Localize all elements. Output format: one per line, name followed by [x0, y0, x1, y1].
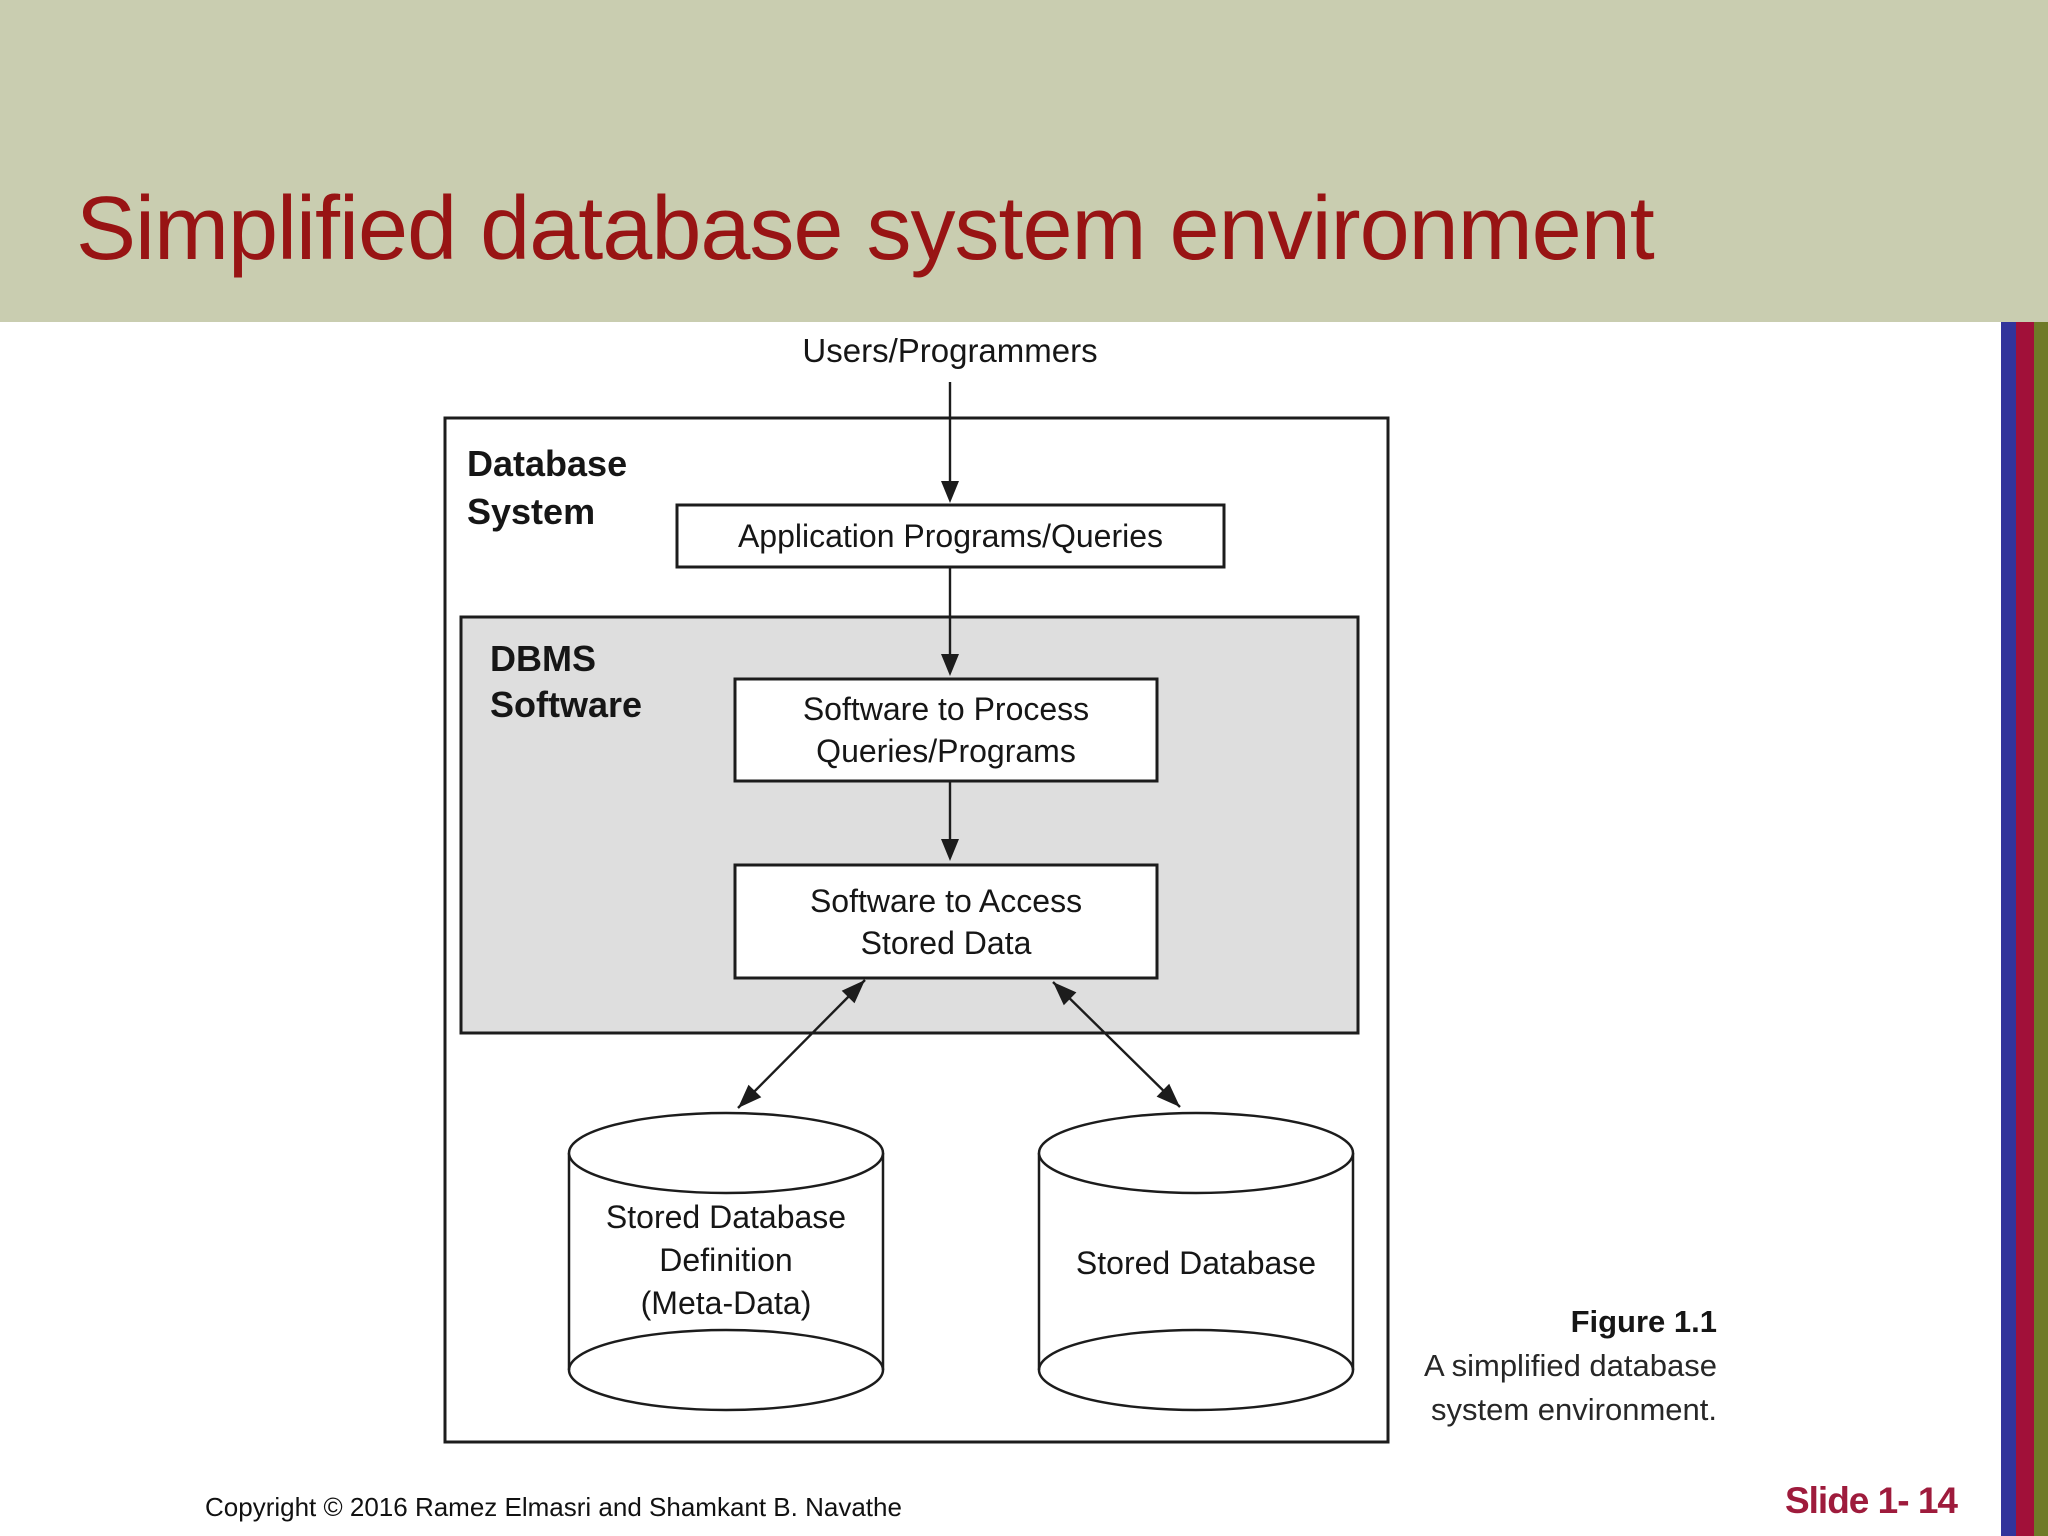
- dbms-software-label: DBMS Software: [490, 636, 642, 728]
- slide-number: Slide 1- 14: [1784, 1480, 1958, 1521]
- copyright-text: Copyright © 2016 Ramez Elmasri and Shamk…: [205, 1492, 902, 1522]
- access-box-label: Software to Access Stored Data: [809, 882, 1083, 961]
- database-cylinder-label: Stored Database: [1075, 1245, 1317, 1281]
- metadata-cylinder: [567, 1111, 885, 1412]
- dbms-software-label-line2: Software: [490, 684, 643, 725]
- database-system-label: Database System: [467, 440, 627, 536]
- figure-caption-line2: system environment.: [1431, 1392, 1717, 1427]
- slide-title: Simplified database system environment: [76, 179, 1655, 279]
- header-band: Simplified database system environment: [0, 0, 2048, 322]
- metadata-cylinder-label: Stored Database Definition (Meta-Data): [605, 1199, 847, 1321]
- arrow-access-to-metadata: [737, 979, 866, 1109]
- arrowhead: [1156, 1083, 1180, 1107]
- process-box: [733, 677, 1159, 783]
- application-box-label: Application Programs/Queries: [737, 518, 1164, 554]
- database-system-label-line1: Database: [467, 443, 628, 484]
- database-system-label-line2: System: [467, 491, 596, 532]
- dbms-software-label-line1: DBMS: [490, 638, 596, 679]
- application-box: [675, 503, 1226, 569]
- edge-stripe-crimson: [2016, 322, 2034, 1536]
- arrowhead: [841, 980, 865, 1004]
- arrow-access-to-database: [1052, 981, 1181, 1108]
- figure-caption-title: Figure 1.1: [1570, 1304, 1717, 1339]
- access-box: [733, 863, 1159, 980]
- arrowhead: [941, 481, 959, 503]
- edge-stripe-blue: [2001, 322, 2016, 1536]
- arrowhead: [738, 1084, 762, 1108]
- arrowhead: [941, 654, 959, 676]
- arrowhead: [1053, 982, 1077, 1006]
- database-cylinder: [1037, 1111, 1355, 1412]
- edge-stripe-olive: [2034, 322, 2048, 1536]
- process-box-label: Software to Process Queries/Programs: [802, 691, 1090, 769]
- users-programmers-label: Users/Programmers: [802, 332, 1098, 369]
- figure-caption: Figure 1.1 A simplified database system …: [1280, 1300, 1717, 1432]
- arrowhead: [941, 839, 959, 861]
- figure-caption-line1: A simplified database: [1424, 1348, 1717, 1383]
